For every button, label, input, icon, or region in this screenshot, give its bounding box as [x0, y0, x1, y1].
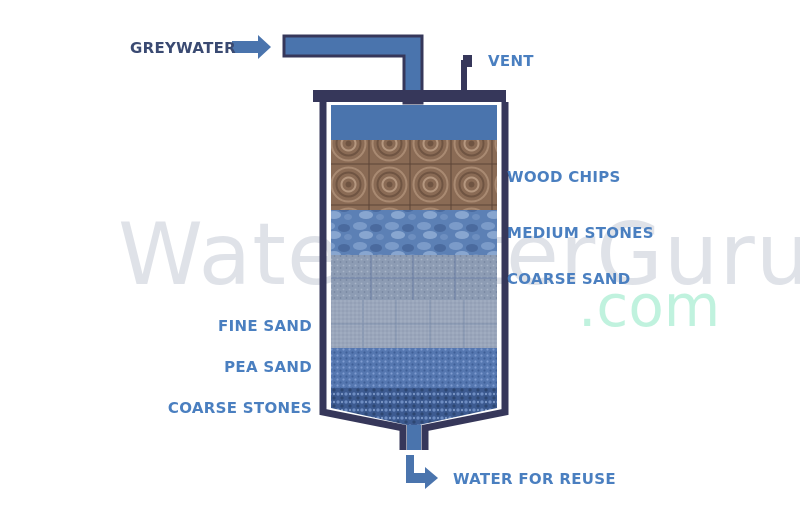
filter-layers — [331, 105, 497, 425]
coarse-stones-label: COARSE STONES — [167, 399, 312, 417]
water-layer — [331, 105, 497, 140]
vent-cap — [463, 55, 472, 67]
wood-chips-layer — [331, 140, 497, 210]
water-for-reuse-label: WATER FOR REUSE — [453, 470, 616, 488]
watermark-suffix: .com — [578, 272, 721, 340]
fine-sand-label: FINE SAND — [218, 317, 312, 335]
coarse-sand-label: COARSE SAND — [507, 270, 631, 288]
pea-sand-label: PEA SAND — [224, 358, 312, 376]
medium-stones-layer — [331, 210, 497, 255]
tank-lid — [313, 90, 506, 102]
inlet-arrow — [232, 35, 271, 59]
medium-stones-label: MEDIUM STONES — [507, 224, 654, 242]
inlet-pipe — [282, 34, 424, 105]
vent-label: VENT — [488, 52, 534, 70]
coarse-sand-grid — [331, 255, 497, 300]
tank-body — [319, 102, 509, 450]
fine-sand-grid — [331, 300, 497, 348]
outlet-water — [407, 425, 421, 450]
vent-pipe — [461, 60, 467, 93]
greywater-label: GREYWATER — [130, 39, 237, 57]
pea-sand-layer — [331, 348, 497, 388]
wood-chips-label: WOOD CHIPS — [507, 168, 621, 186]
outlet-arrow — [406, 455, 438, 489]
